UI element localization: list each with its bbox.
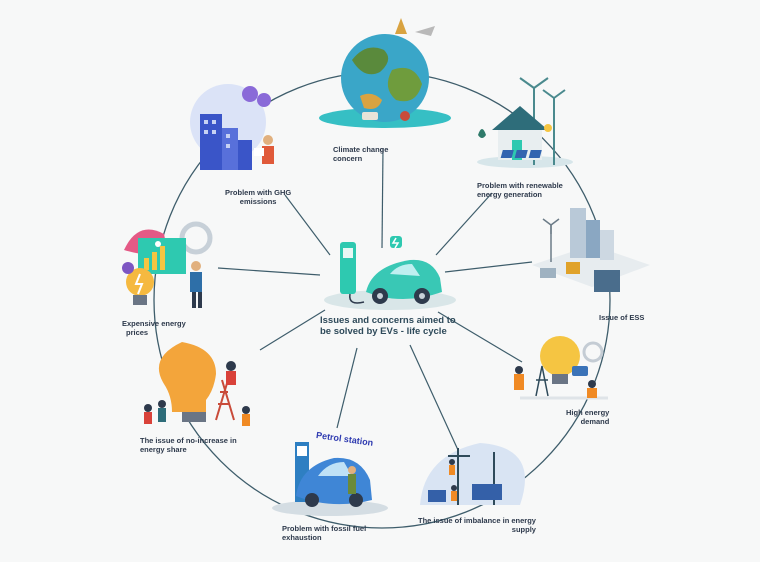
high-demand-illustration <box>514 336 608 400</box>
connector-lines <box>217 147 533 451</box>
center-title-line2: be solved by EVs - life cycle <box>320 326 447 337</box>
energy-imbalance-illustration <box>420 443 525 505</box>
ghg-illustration <box>190 84 274 170</box>
label-ess: Issue of ESS <box>599 313 645 322</box>
petrol-station-sign: Petrol station <box>316 430 374 448</box>
energy-share-illustration <box>144 342 250 426</box>
expensive-prices-illustration <box>122 221 213 308</box>
ess-illustration <box>532 208 650 292</box>
renewable-energy-illustration <box>477 77 573 168</box>
center-title: Issues and concerns aimed to be solved b… <box>320 315 456 337</box>
center-title-line1: Issues and concerns aimed to <box>320 315 456 326</box>
climate-globe-illustration <box>319 18 451 128</box>
ev-center-illustration <box>324 236 456 310</box>
fossil-fuel-illustration: Petrol station <box>272 430 388 516</box>
